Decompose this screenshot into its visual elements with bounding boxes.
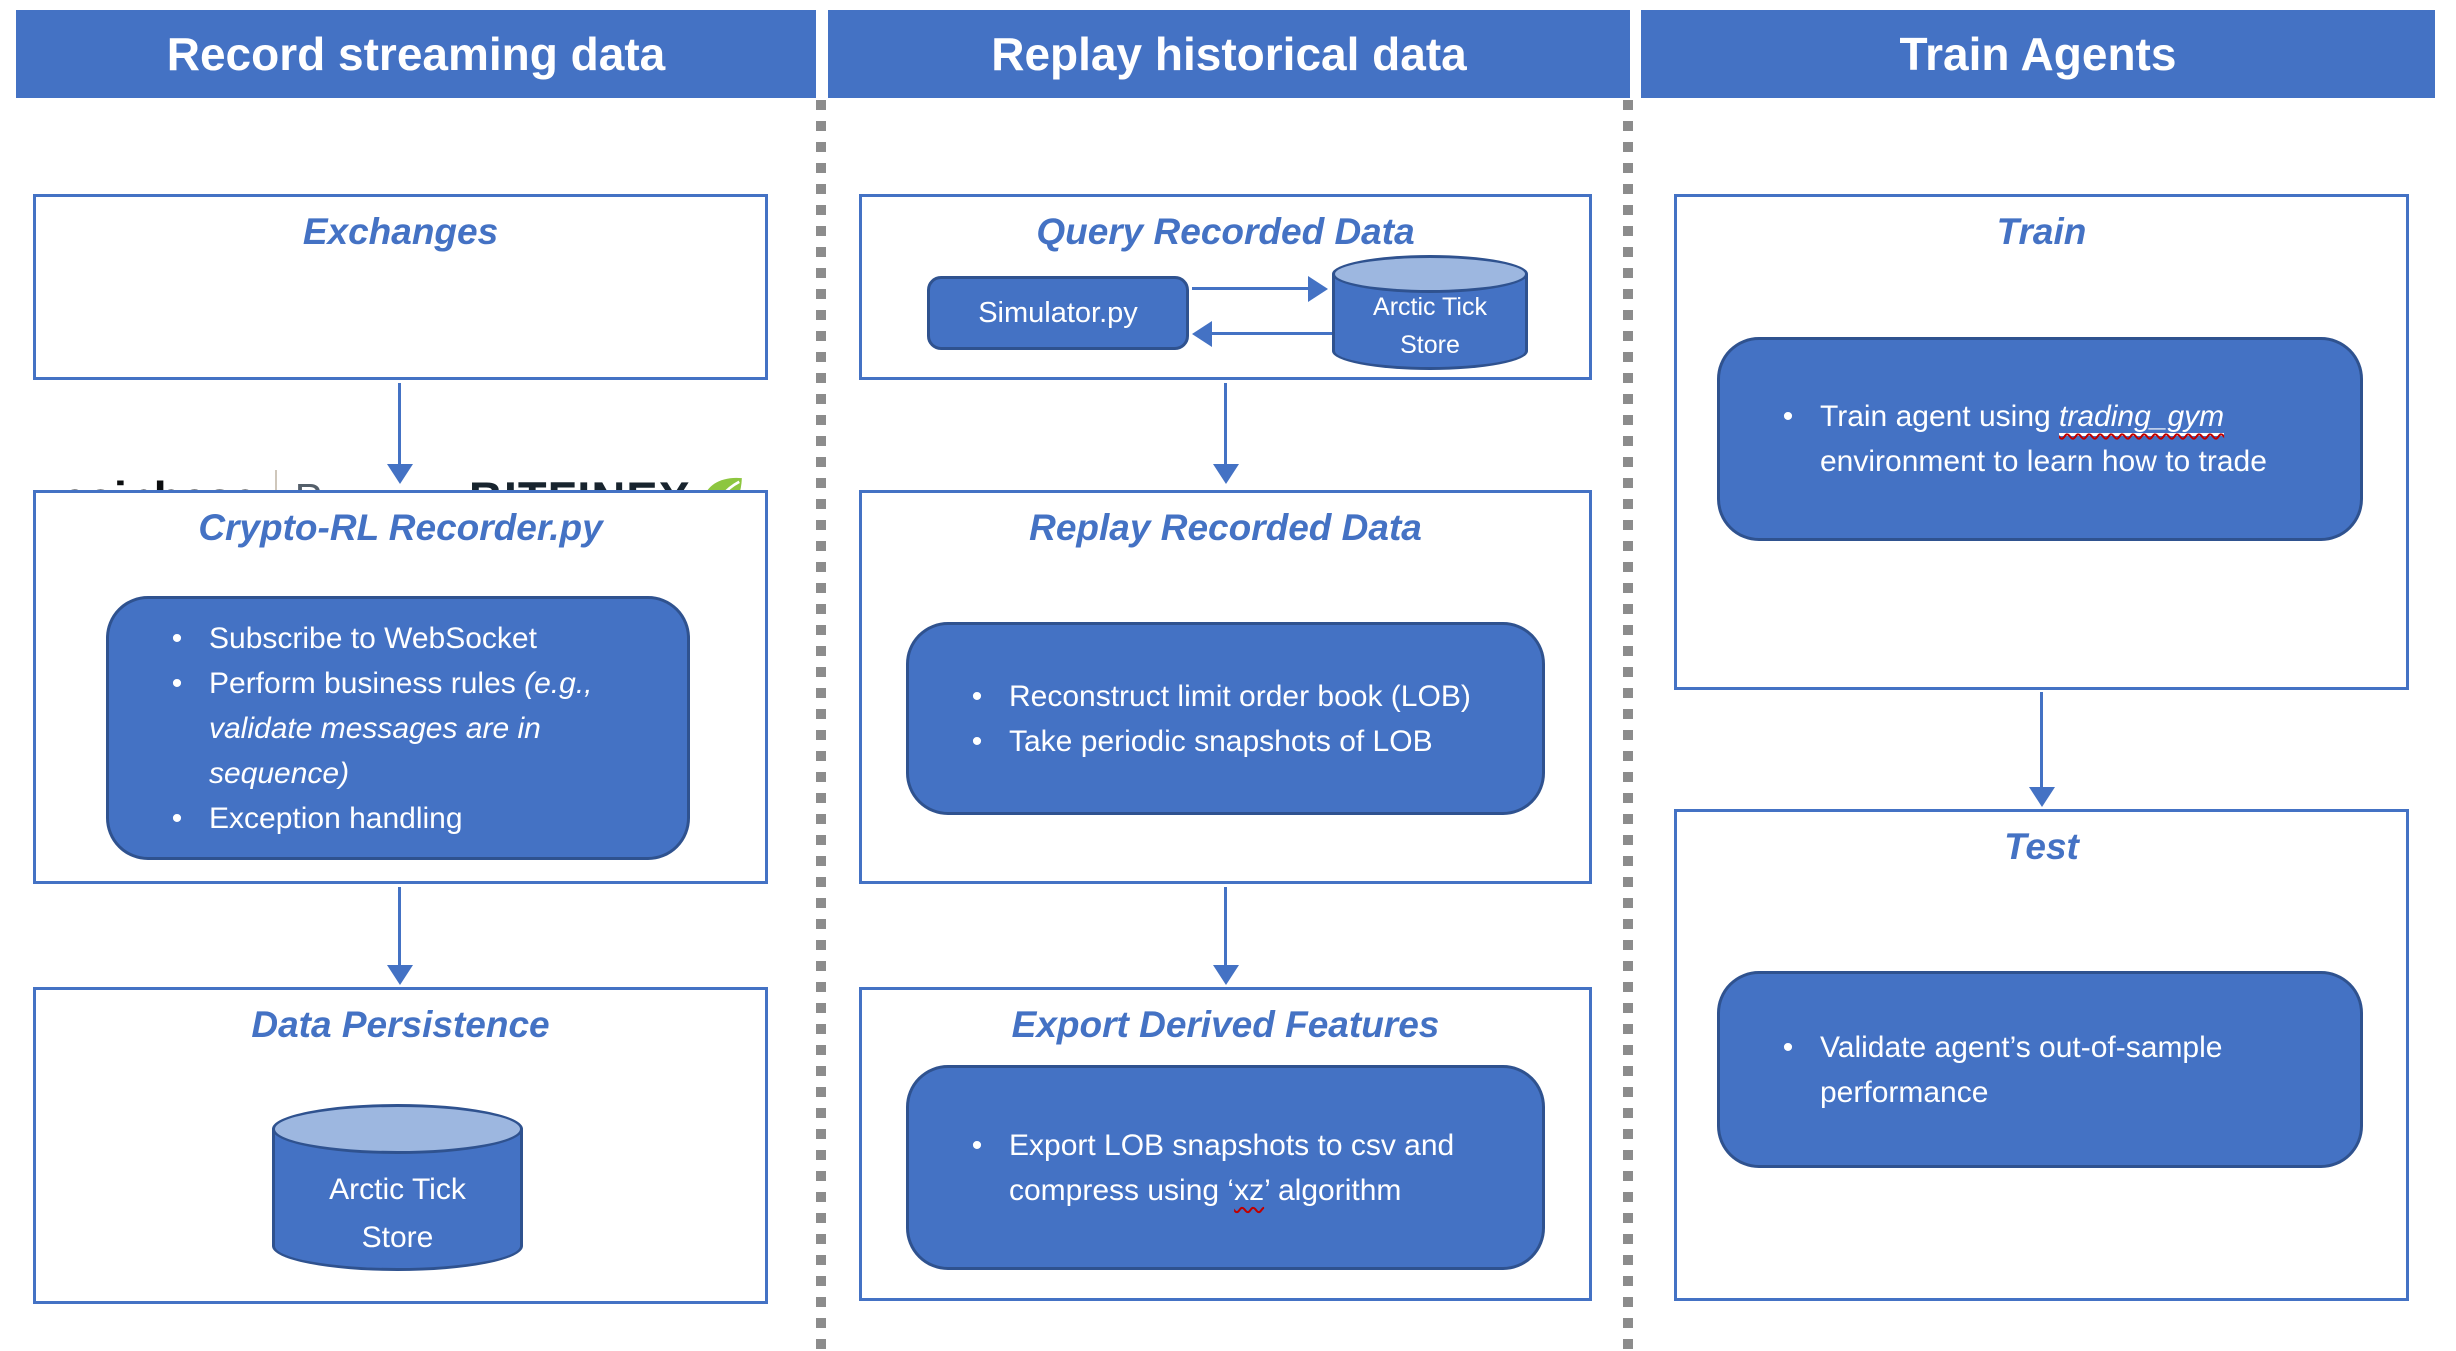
- test-bullet-list: Validate agent’s out-of-sample performan…: [1720, 1025, 2360, 1115]
- arrow-replay-to-export: [1224, 887, 1227, 965]
- test-bullet-text: Validate agent’s out-of-sample performan…: [1820, 1030, 2223, 1109]
- recorder-bullet-exception: Exception handling: [145, 796, 687, 841]
- arrow-query-to-replay: [1224, 383, 1227, 464]
- replay-panel: Reconstruct limit order book (LOB) Take …: [906, 622, 1545, 815]
- export-bullet-text: Export LOB snapshots to csv and compress…: [1009, 1123, 1484, 1213]
- exchanges-box: Exchanges coinbase Pro BITFINEX: [33, 194, 768, 526]
- column-separator-right: [1623, 100, 1633, 1351]
- replay-bullet-snapshots-text: Take periodic snapshots of LOB: [1009, 724, 1433, 758]
- column-header-record: Record streaming data: [16, 10, 816, 98]
- export-bullet-post: ’ algorithm: [1264, 1173, 1402, 1207]
- cylinder-label-line1: Arctic Tick: [329, 1173, 466, 1206]
- cylinder-top-ellipse: [272, 1104, 523, 1154]
- arrow-simulator-to-store: [1192, 287, 1308, 290]
- replay-bullet-list: Reconstruct limit order book (LOB) Take …: [909, 674, 1542, 764]
- test-title: Test: [2004, 826, 2079, 867]
- recorder-bullet-business-rules: Perform business rules (e.g., validate m…: [145, 661, 687, 796]
- recorder-title: Crypto-RL Recorder.py: [198, 507, 603, 548]
- train-bullet: Train agent using trading_gym environmen…: [1756, 394, 2360, 484]
- export-bullet-pre: Export LOB snapshots to csv and compress…: [1009, 1128, 1455, 1207]
- cylinder-top-ellipse: [1332, 255, 1528, 293]
- persistence-title: Data Persistence: [251, 1004, 550, 1045]
- recorder-bullet-business-rules-text: Perform business rules (e.g., validate m…: [209, 661, 649, 796]
- query-title: Query Recorded Data: [1036, 211, 1415, 252]
- export-bullet-xz-term: xz: [1234, 1173, 1265, 1207]
- export-panel: Export LOB snapshots to csv and compress…: [906, 1065, 1545, 1270]
- train-panel: Train agent using trading_gym environmen…: [1717, 337, 2363, 541]
- recorder-bullet-business-rules-italic: (e.g., validate messages are in sequence…: [209, 666, 593, 790]
- replay-title: Replay Recorded Data: [1029, 507, 1422, 548]
- cylinder-label-line2: Store: [1400, 330, 1460, 359]
- export-bullet: Export LOB snapshots to csv and compress…: [945, 1123, 1542, 1213]
- test-bullet: Validate agent’s out-of-sample performan…: [1756, 1025, 2360, 1115]
- recorder-bullet-list: Subscribe to WebSocket Perform business …: [109, 616, 687, 841]
- export-bullet-list: Export LOB snapshots to csv and compress…: [909, 1123, 1542, 1213]
- test-panel: Validate agent’s out-of-sample performan…: [1717, 971, 2363, 1168]
- train-bullet-text: Train agent using trading_gym environmen…: [1820, 394, 2310, 484]
- cylinder-label-line1: Arctic Tick: [1373, 293, 1487, 321]
- recorder-bullet-business-rules-regular: Perform business rules: [209, 666, 525, 700]
- recorder-panel: Subscribe to WebSocket Perform business …: [106, 596, 690, 860]
- recorder-bullet-websocket-text: Subscribe to WebSocket: [209, 621, 537, 655]
- exchanges-title: Exchanges: [302, 211, 499, 252]
- arrow-recorder-to-persistence: [398, 887, 401, 965]
- simulator-label: Simulator.py: [978, 296, 1138, 329]
- column-header-replay: Replay historical data: [828, 10, 1630, 98]
- train-bullet-post: environment to learn how to trade: [1820, 445, 2267, 478]
- export-title: Export Derived Features: [1011, 1004, 1440, 1045]
- simulator-node: Simulator.py: [927, 276, 1189, 350]
- arrow-train-to-test: [2040, 692, 2043, 787]
- recorder-bullet-websocket: Subscribe to WebSocket: [145, 616, 687, 661]
- replay-bullet-snapshots: Take periodic snapshots of LOB: [945, 719, 1542, 764]
- replay-bullet-reconstruct: Reconstruct limit order book (LOB): [945, 674, 1542, 719]
- recorder-bullet-exception-text: Exception handling: [209, 801, 463, 835]
- arrow-store-to-simulator: [1212, 332, 1332, 335]
- train-bullet-list: Train agent using trading_gym environmen…: [1720, 394, 2360, 484]
- column-separator-left: [816, 100, 826, 1351]
- train-bullet-trading-gym-term: trading_gym: [2059, 400, 2225, 436]
- column-header-train: Train Agents: [1641, 10, 2435, 98]
- train-title: Train: [1996, 211, 2087, 252]
- cylinder-label-line2: Store: [361, 1221, 434, 1254]
- train-bullet-pre: Train agent using: [1820, 400, 2060, 433]
- replay-bullet-reconstruct-text: Reconstruct limit order book (LOB): [1009, 679, 1471, 713]
- arrow-exchanges-to-recorder: [398, 383, 401, 464]
